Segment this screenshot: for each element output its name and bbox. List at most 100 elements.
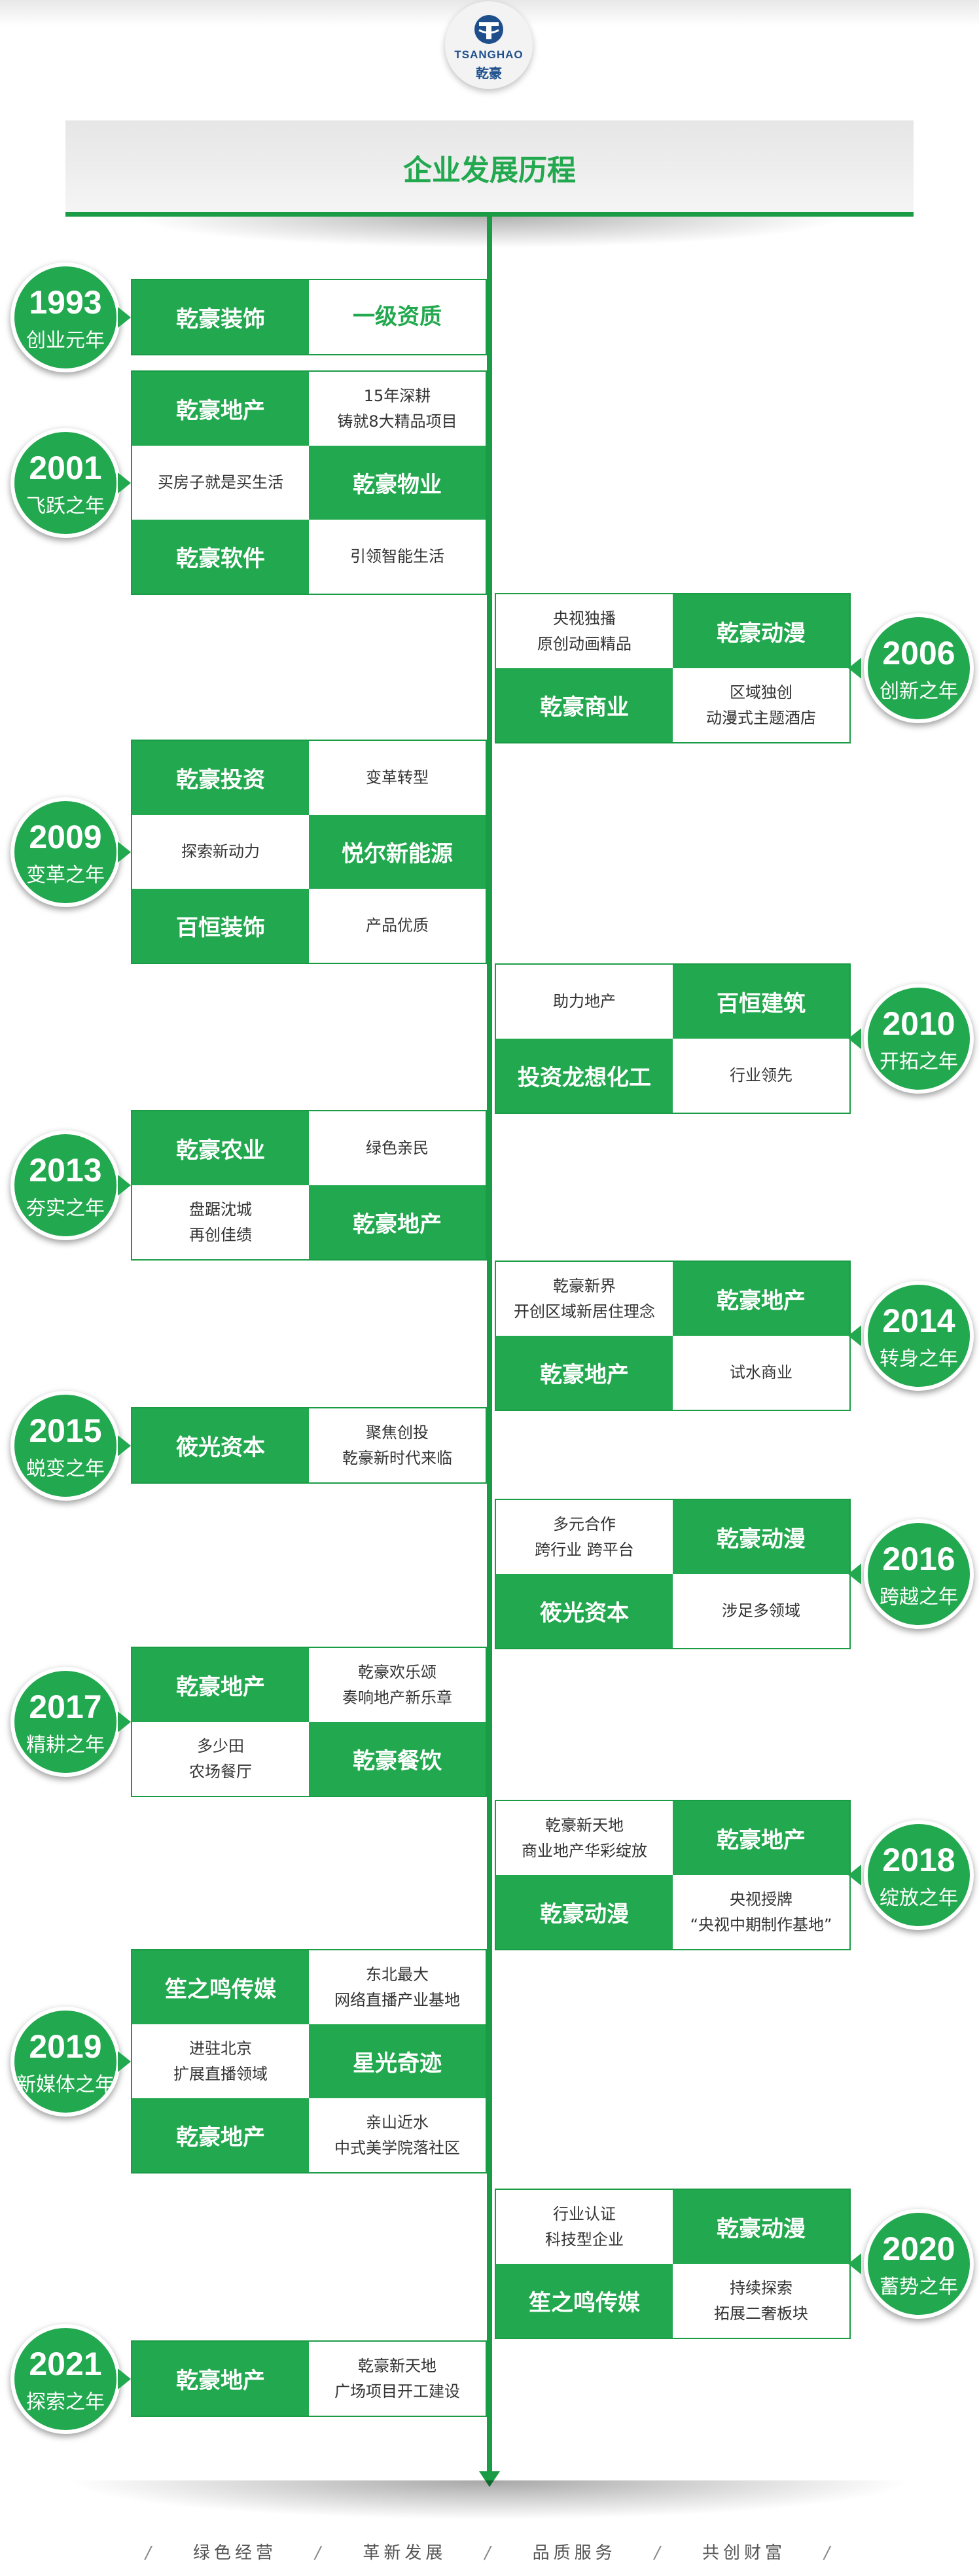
description-cell: 探索新动力 [132, 815, 309, 889]
year-label: 跨越之年 [880, 1586, 958, 1609]
year-number: 2017 [29, 1689, 102, 1725]
description-cell: 乾豪新界 开创区域新居住理念 [496, 1262, 673, 1336]
description-cell: 亲山近水 中式美学院落社区 [309, 2098, 486, 2172]
year-pointer [848, 1325, 861, 1346]
year-pointer [848, 658, 861, 679]
company-name-cell: 乾豪餐饮 [309, 1722, 486, 1796]
timeline-block-2015: 筱光资本聚焦创投 乾豪新时代来临 [131, 1407, 487, 1484]
timeline-row: 投资龙想化工行业领先 [496, 1039, 849, 1113]
year-pointer [118, 306, 131, 328]
page-title: 企业发展历程 [403, 154, 576, 187]
timeline-row: 乾豪投资变革转型 [132, 741, 486, 815]
footer-slogan-2: 革新发展 [363, 2543, 447, 2563]
description-cell: 进驻北京 扩展直播领域 [132, 2024, 309, 2098]
year-label: 创新之年 [880, 680, 958, 703]
timeline-row: 乾豪地产亲山近水 中式美学院落社区 [132, 2098, 486, 2172]
description-cell: 绿色亲民 [309, 1111, 486, 1185]
company-name-cell: 乾豪投资 [132, 741, 309, 815]
timeline-row: 笙之鸣传媒持续探索 拓展二奢板块 [496, 2264, 849, 2338]
timeline-row: 多元合作 跨行业 跨平台乾豪动漫 [496, 1500, 849, 1574]
timeline-block-1993: 乾豪装饰一级资质 [131, 279, 487, 355]
footer-separator: / [145, 2543, 155, 2563]
timeline-row: 乾豪软件引领智能生活 [132, 520, 486, 594]
company-name-cell: 乾豪装饰 [132, 280, 309, 354]
company-name-cell: 乾豪动漫 [673, 1500, 849, 1574]
year-label: 探索之年 [26, 2390, 105, 2414]
timeline-row: 笙之鸣传媒东北最大 网络直播产业基地 [132, 1950, 486, 2024]
timeline-row: 乾豪新天地 商业地产华彩绽放乾豪地产 [496, 1801, 849, 1875]
bottom-shadow [65, 2480, 914, 2520]
year-label: 开拓之年 [880, 1050, 958, 1073]
timeline-row: 乾豪装饰一级资质 [132, 280, 486, 354]
year-number: 2016 [882, 1541, 955, 1577]
description-cell: 聚焦创投 乾豪新时代来临 [309, 1408, 486, 1482]
timeline-block-2020: 行业认证 科技型企业乾豪动漫笙之鸣传媒持续探索 拓展二奢板块 [495, 2189, 851, 2339]
year-pointer [118, 841, 131, 863]
timeline-row: 筱光资本聚焦创投 乾豪新时代来临 [132, 1408, 486, 1482]
year-number: 2009 [29, 818, 102, 855]
year-number: 2021 [29, 2345, 102, 2382]
company-name-cell: 乾豪农业 [132, 1111, 309, 1185]
company-logo: TSANGHAO 乾豪 [445, 1, 533, 89]
timeline-block-2010: 助力地产百恒建筑投资龙想化工行业领先 [495, 963, 851, 1114]
timeline-row: 行业认证 科技型企业乾豪动漫 [496, 2190, 849, 2264]
year-label: 创业元年 [26, 329, 105, 352]
year-pointer [848, 2253, 861, 2274]
company-name-cell: 星光奇迹 [309, 2024, 486, 2098]
description-cell: 央视授牌 “央视中期制作基地” [673, 1875, 849, 1949]
timeline-row: 乾豪地产试水商业 [496, 1336, 849, 1410]
description-cell: 15年深耕 铸就8大精品项目 [309, 372, 486, 446]
year-number: 2015 [29, 1412, 102, 1449]
timeline-row: 进驻北京 扩展直播领域星光奇迹 [132, 2024, 486, 2098]
footer-separator: / [484, 2543, 495, 2563]
footer-slogan-4: 共创财富 [702, 2543, 786, 2563]
year-number: 1993 [29, 283, 102, 321]
timeline-row: 乾豪动漫央视授牌 “央视中期制作基地” [496, 1875, 849, 1949]
timeline-block-2019: 笙之鸣传媒东北最大 网络直播产业基地进驻北京 扩展直播领域星光奇迹乾豪地产亲山近… [131, 1949, 487, 2174]
timeline-row: 助力地产百恒建筑 [496, 965, 849, 1039]
timeline-block-2006: 央视独播 原创动画精品乾豪动漫乾豪商业区域独创 动漫式主题酒店 [495, 593, 851, 743]
company-name-cell: 笙之鸣传媒 [132, 1950, 309, 2024]
timeline-row: 筱光资本涉足多领域 [496, 1574, 849, 1648]
timeline-row: 买房子就是买生活乾豪物业 [132, 446, 486, 520]
year-badge-2014: 2014 转身之年 [864, 1281, 974, 1391]
company-name-cell: 乾豪地产 [673, 1801, 849, 1875]
company-name-cell: 乾豪地产 [132, 1648, 309, 1722]
year-number: 2001 [29, 449, 102, 486]
year-badge-2016: 2016 跨越之年 [864, 1519, 974, 1629]
company-name-cell: 百恒建筑 [673, 965, 849, 1039]
timeline-row: 百恒装饰产品优质 [132, 889, 486, 963]
year-pointer [118, 472, 131, 493]
page-title-banner: 企业发展历程 [65, 120, 914, 213]
year-number: 2010 [882, 1005, 955, 1042]
year-label: 转身之年 [880, 1348, 958, 1370]
description-cell: 区域独创 动漫式主题酒店 [673, 668, 849, 742]
description-cell: 助力地产 [496, 965, 673, 1039]
timeline-block-2021: 乾豪地产乾豪新天地 广场项目开工建设 [131, 2340, 487, 2417]
company-name-cell: 乾豪地产 [309, 1185, 486, 1259]
timeline-row: 多少田 农场餐厅乾豪餐饮 [132, 1722, 486, 1796]
brand-name-en: TSANGHAO [454, 48, 524, 61]
timeline-row: 乾豪地产乾豪欢乐颂 奏响地产新乐章 [132, 1648, 486, 1722]
description-cell: 行业领先 [673, 1039, 849, 1113]
footer-slogans: / 绿色经营 / 革新发展 / 品质服务 / 共创财富 / [0, 2539, 979, 2564]
timeline-end-arrow [479, 2471, 500, 2487]
description-cell: 乾豪新天地 商业地产华彩绽放 [496, 1801, 673, 1875]
footer-separator: / [824, 2543, 834, 2563]
description-cell: 变革转型 [309, 741, 486, 815]
company-name-cell: 乾豪地产 [673, 1262, 849, 1336]
description-cell: 行业认证 科技型企业 [496, 2190, 673, 2264]
description-cell: 东北最大 网络直播产业基地 [309, 1950, 486, 2024]
year-badge-2010: 2010 开拓之年 [864, 984, 974, 1094]
brand-name-cn: 乾豪 [476, 65, 502, 81]
timeline-row: 乾豪农业绿色亲民 [132, 1111, 486, 1185]
timeline-row: 乾豪地产乾豪新天地 广场项目开工建设 [132, 2342, 486, 2416]
timeline-row: 盘踞沈城 再创佳绩乾豪地产 [132, 1185, 486, 1259]
year-label: 新媒体之年 [16, 2073, 115, 2096]
year-number: 2014 [882, 1302, 955, 1339]
footer-slogan-3: 品质服务 [532, 2543, 616, 2563]
